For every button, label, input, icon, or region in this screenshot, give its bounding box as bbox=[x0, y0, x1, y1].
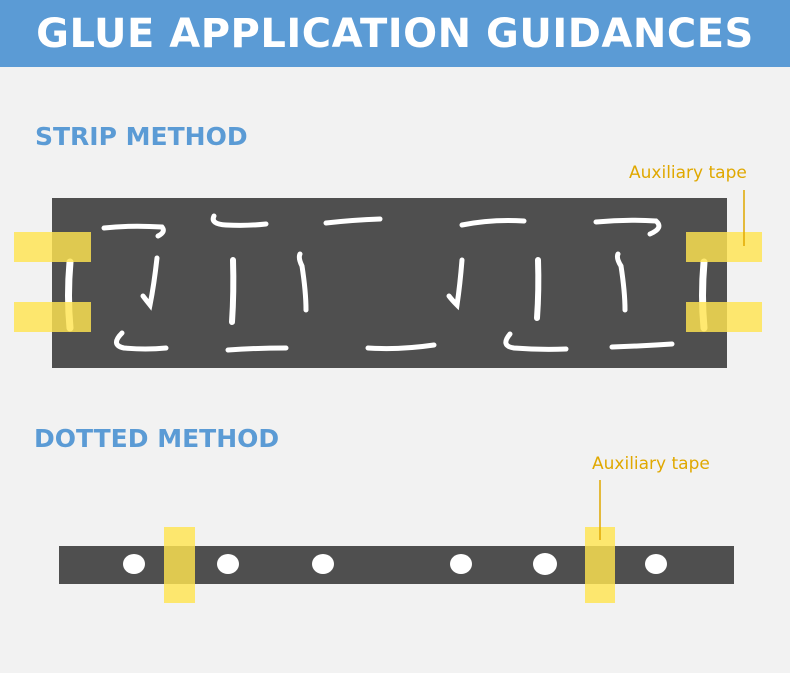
glue-strip bbox=[210, 213, 269, 228]
strip-tape-label: Auxiliary tape bbox=[629, 163, 747, 183]
auxiliary-tape bbox=[164, 527, 195, 603]
strip-glue-vertical bbox=[65, 251, 708, 332]
strip-method-heading: STRIP METHOD bbox=[35, 122, 248, 151]
auxiliary-tape bbox=[686, 232, 762, 262]
glue-strip bbox=[225, 345, 289, 353]
title-banner: GLUE APPLICATION GUIDANCES bbox=[0, 0, 790, 67]
page-title: GLUE APPLICATION GUIDANCES bbox=[36, 10, 754, 57]
dotted-tape-label: Auxiliary tape bbox=[592, 454, 710, 474]
glue-strip bbox=[101, 223, 166, 239]
glue-dot bbox=[645, 554, 667, 574]
glue-dot bbox=[123, 554, 145, 574]
glue-strip bbox=[503, 331, 569, 352]
glue-strip bbox=[593, 217, 662, 237]
glue-dot bbox=[312, 554, 334, 574]
glue-strip bbox=[614, 251, 628, 313]
dotted-method-heading: DOTTED METHOD bbox=[34, 424, 280, 453]
glue-dots bbox=[123, 553, 667, 575]
auxiliary-tape bbox=[686, 302, 762, 332]
auxiliary-tape bbox=[14, 302, 91, 332]
glue-strip bbox=[365, 342, 437, 352]
dotted-auxiliary-tapes bbox=[164, 527, 615, 603]
dotted-board bbox=[59, 546, 734, 584]
glue-strip bbox=[323, 216, 383, 226]
glue-strip bbox=[446, 257, 465, 311]
glue-dot bbox=[533, 553, 557, 575]
glue-strip bbox=[296, 251, 309, 313]
glue-strip bbox=[609, 341, 675, 350]
glue-strip bbox=[229, 257, 237, 325]
strip-auxiliary-tapes bbox=[14, 232, 762, 332]
glue-strip bbox=[114, 330, 169, 352]
glue-dot bbox=[450, 554, 472, 574]
glue-strip bbox=[459, 218, 527, 228]
strip-glue-top-row bbox=[101, 213, 662, 239]
strip-glue-bottom-row bbox=[114, 330, 675, 353]
glue-strip bbox=[140, 255, 160, 311]
glue-dot bbox=[217, 554, 239, 574]
auxiliary-tape bbox=[14, 232, 91, 262]
glue-strip bbox=[534, 257, 542, 321]
